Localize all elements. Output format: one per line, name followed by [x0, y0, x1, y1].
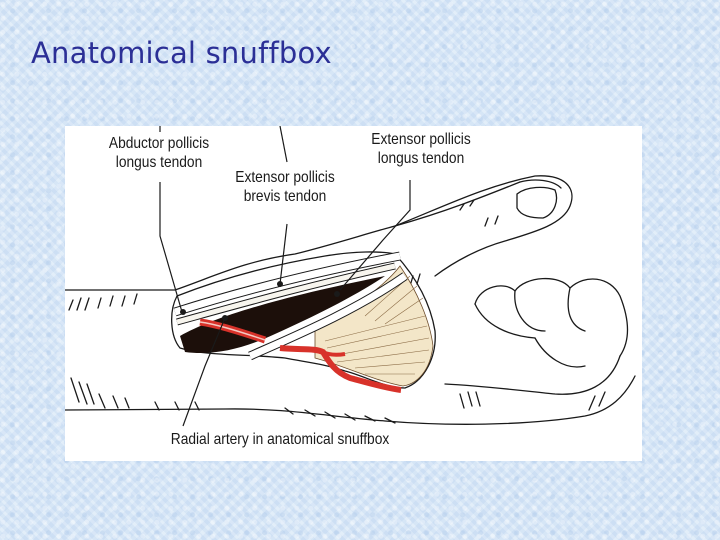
slide-title: Anatomical snuffbox — [31, 36, 332, 70]
label-line: Extensor pollicis — [371, 131, 471, 148]
label-line: longus tendon — [115, 154, 203, 171]
label-extensor-pollicis-longus: Extensor pollicis longus tendon — [361, 130, 481, 168]
label-line: brevis tendon — [243, 188, 327, 205]
label-extensor-pollicis-brevis: Extensor pollicis brevis tendon — [225, 168, 345, 206]
label-abductor-pollicis-longus: Abductor pollicis longus tendon — [99, 134, 219, 172]
label-line: Extensor pollicis — [235, 169, 335, 186]
hand-wrist-drawing — [65, 126, 636, 427]
label-line: longus tendon — [377, 150, 465, 167]
anatomy-illustration: Abductor pollicis longus tendon Extensor… — [65, 126, 642, 461]
label-line: Abductor pollicis — [108, 135, 210, 152]
label-radial-artery: Radial artery in anatomical snuffbox — [170, 431, 390, 448]
